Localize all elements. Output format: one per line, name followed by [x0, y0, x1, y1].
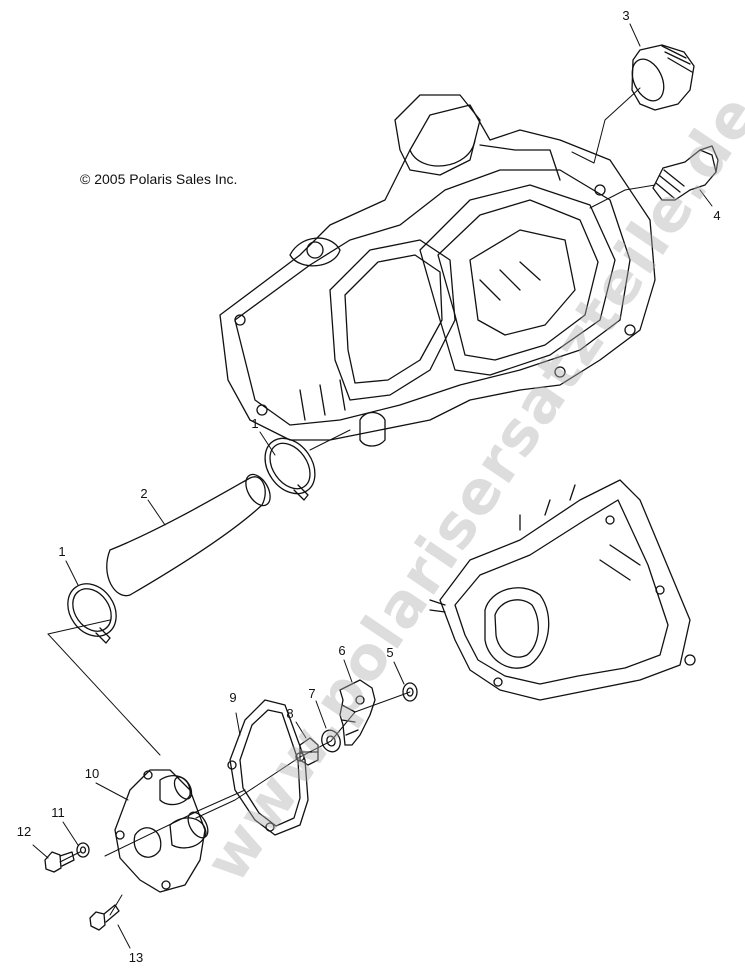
callout-6: 6: [338, 643, 346, 658]
coolant-hose-part-2: [106, 473, 271, 597]
callout-7: 7: [308, 686, 316, 701]
callout-2: 2: [140, 486, 148, 501]
callout-13: 13: [128, 950, 144, 965]
crankcase: [429, 479, 696, 701]
callout-9: 9: [229, 690, 237, 705]
leader-lines: [32, 23, 713, 949]
callout-10: 10: [84, 766, 100, 781]
temperature-sensor-part-4: [652, 145, 719, 201]
callout-11: 11: [51, 805, 65, 820]
callout-4: 4: [713, 208, 721, 223]
seal-part-5: [402, 682, 418, 702]
callout-12: 12: [16, 824, 32, 839]
callout-5: 5: [386, 645, 394, 660]
callout-1-lower: 1: [58, 544, 66, 559]
bolt-part-13: [89, 904, 120, 931]
callout-3: 3: [622, 8, 630, 23]
callout-1-upper: 1: [251, 416, 259, 431]
copyright-notice: © 2005 Polaris Sales Inc.: [80, 171, 238, 187]
callout-8: 8: [286, 706, 294, 721]
washer-part-7: [321, 729, 341, 753]
hose-clamp-lower-part-1: [67, 583, 117, 644]
thermostat-cap-part-3: [631, 44, 695, 111]
hose-clamp-upper-part-1: [264, 437, 316, 501]
washer-part-11: [76, 842, 90, 858]
impeller-part-6: [339, 679, 376, 746]
water-pump-cover-part-10: [114, 769, 209, 893]
